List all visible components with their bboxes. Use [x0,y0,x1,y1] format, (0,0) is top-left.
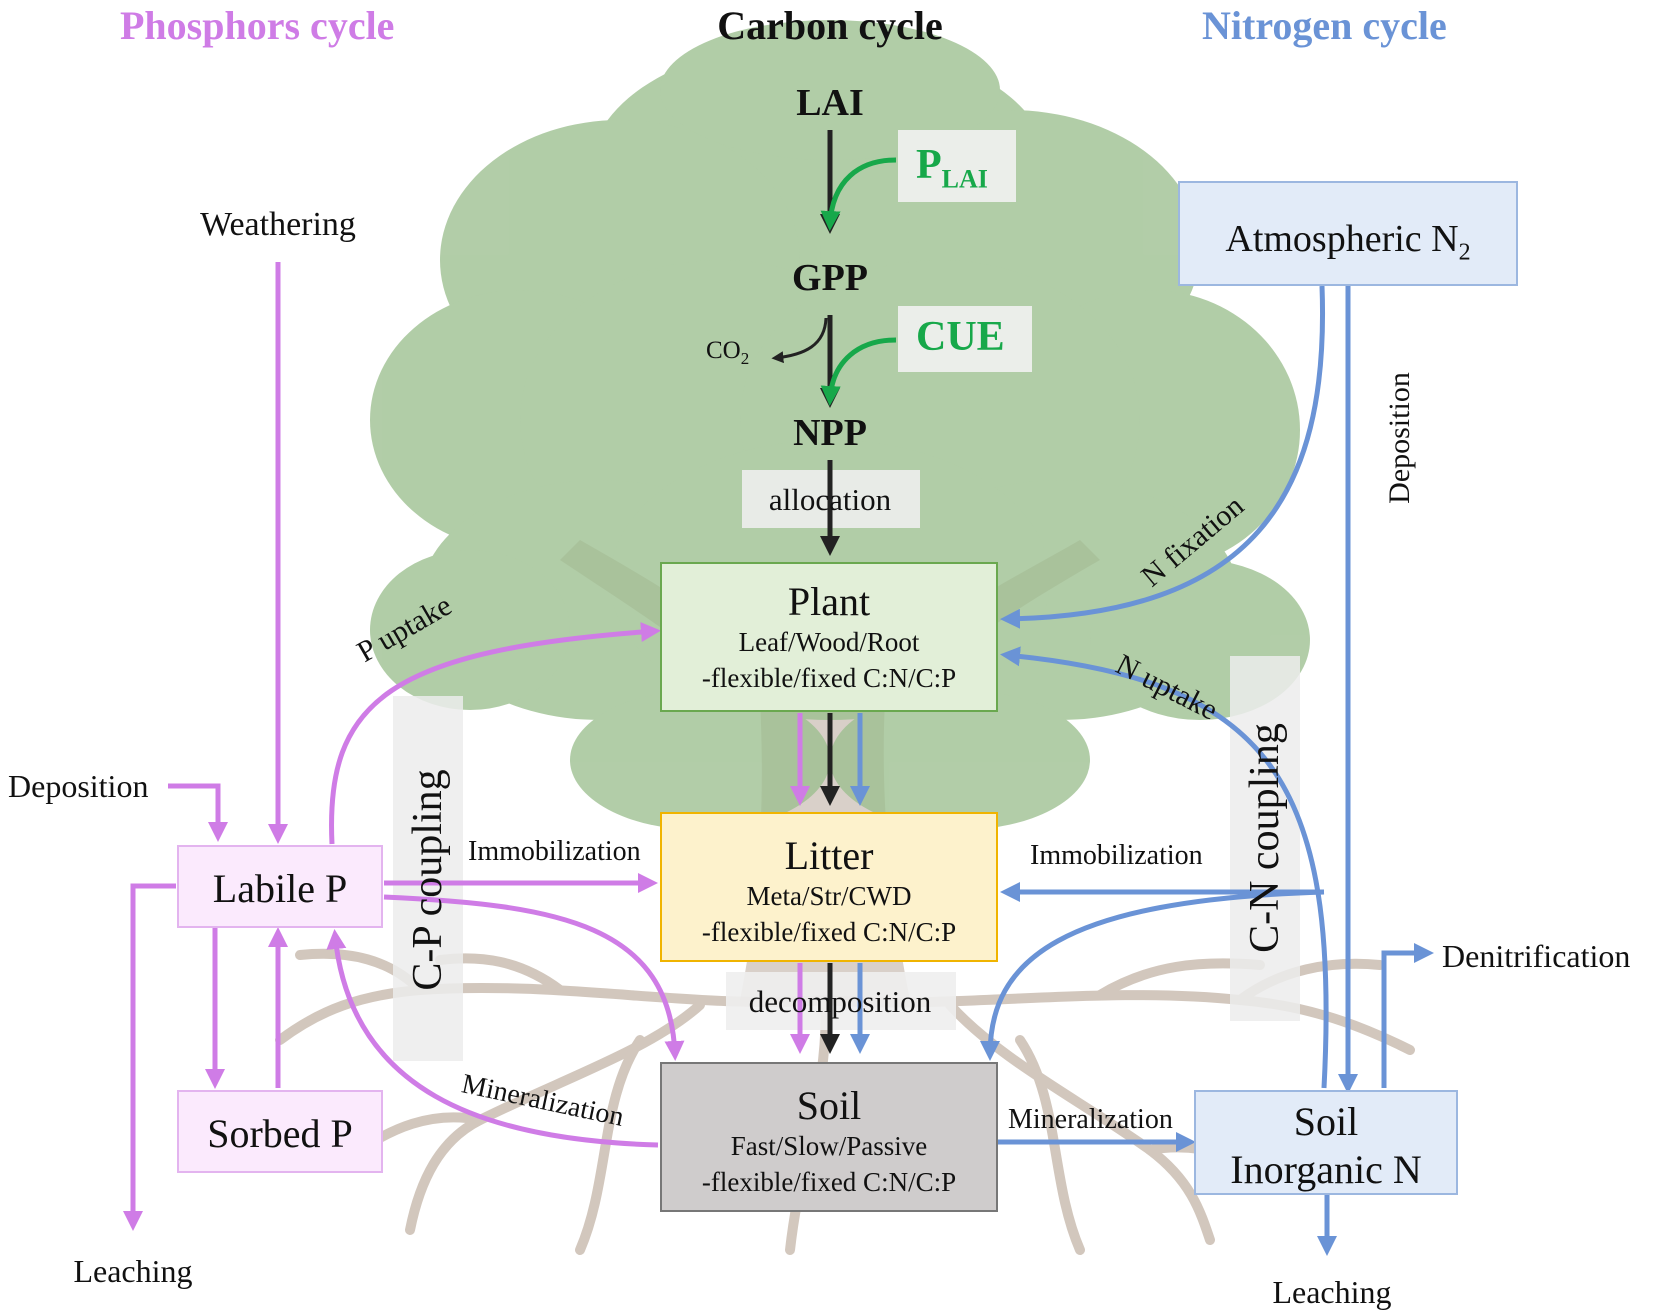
allocation-label: allocation [768,482,892,517]
p-immobilization-label: Immobilization [468,836,641,867]
cn-coupling-panel [1230,656,1300,1021]
denitrification-arrow [1381,943,1434,1088]
cue-arrow [820,337,897,406]
soil-pools: Fast/Slow/Passive [730,1131,928,1161]
weathering-label: Weathering [200,206,356,243]
tree-canopy-illustration [370,20,1310,830]
plant-stoichiometry: -flexible/fixed C:N/C:P [701,663,957,694]
soil-stoichiometry: -flexible/fixed C:N/C:P [701,1167,957,1198]
lai-label: LAI [796,82,864,124]
n-leaching-label: Leaching [1272,1274,1392,1310]
cn-coupling-label: C-N coupling [1242,723,1288,953]
p-deposition-label: Deposition [8,768,149,804]
soil-inorganic-n-line2: Inorganic N [1230,1147,1422,1192]
carbon-cycle-title: Carbon cycle [717,3,943,48]
cp-coupling-panel [393,696,463,1061]
labile-p-title: Labile P [212,866,348,911]
p-leaching-arrow [123,883,176,1231]
cue-panel [898,306,1032,372]
phosphorus-cycle-title: Phosphors cycle [120,3,395,48]
p-to-soil-arrow [383,894,685,1061]
p-mineralization-arrow [326,929,659,1148]
sorbed-p-title: Sorbed P [207,1111,353,1156]
co2-label: CO2 [706,337,750,368]
soil-box: Soil Fast/Slow/Passive -flexible/fixed C… [660,1062,998,1212]
p-uptake-arrow [329,622,661,845]
labile-p-box: Labile P [177,845,383,928]
n-uptake-arrow [1000,646,1329,1089]
plant-pools: Leaf/Wood/Root [738,627,920,657]
atmospheric-n2-title: Atmospheric N2 [1225,218,1471,266]
soil-inorganic-n-box: Soil Inorganic N [1194,1090,1458,1195]
npp-label: NPP [793,412,867,454]
n-immobilization-label: Immobilization [1030,840,1203,871]
plai-parameter-label: PLAI [916,142,988,194]
plai-arrow [820,157,897,231]
atmospheric-n2-box: Atmospheric N2 [1178,181,1518,286]
soil-inorganic-n-line1: Soil [1293,1099,1359,1144]
cue-parameter-label: CUE [916,314,1005,360]
decomposition-label: decomposition [748,984,932,1019]
n-mineralization-label: Mineralization [1008,1104,1173,1135]
cp-coupling-label: C-P coupling [405,769,451,991]
co2-release-arrow [771,317,828,364]
gpp-label: GPP [792,257,868,299]
plant-title: Plant [787,579,871,624]
p-deposition-arrow [168,783,228,842]
p-leaching-label: Leaching [73,1253,193,1289]
n-fixation-arrow [1000,285,1326,629]
litter-title: Litter [784,833,874,878]
nitrogen-cycle-title: Nitrogen cycle [1202,3,1447,48]
soil-title: Soil [796,1083,862,1128]
litter-box: Litter Meta/Str/CWD -flexible/fixed C:N/… [660,812,998,962]
n-deposition-label: Deposition [1383,372,1416,504]
litter-pools: Meta/Str/CWD [746,881,912,911]
plai-panel [898,130,1016,202]
n-to-soil-arrow [980,889,1325,1061]
sorbed-p-box: Sorbed P [177,1090,383,1173]
decomposition-panel [726,972,956,1030]
plant-box: Plant Leaf/Wood/Root -flexible/fixed C:N… [660,562,998,712]
denitrification-label: Denitrification [1442,938,1631,974]
litter-stoichiometry: -flexible/fixed C:N/C:P [701,917,957,948]
